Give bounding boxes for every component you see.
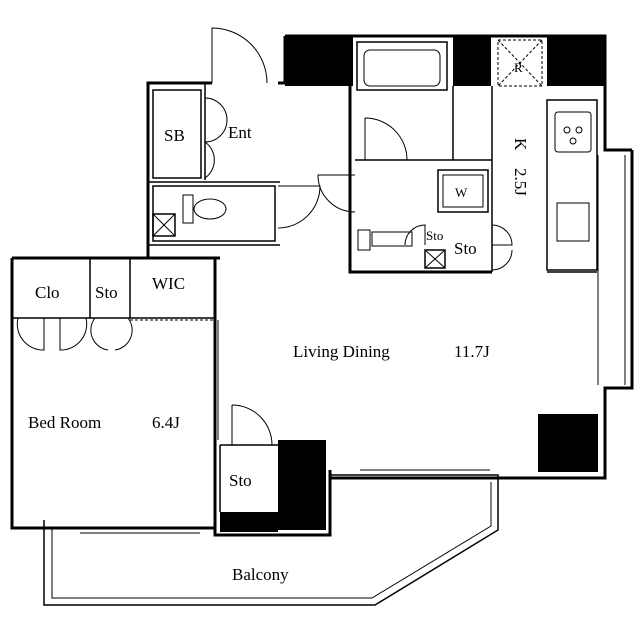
bedroom-label: Bed Room <box>28 413 101 432</box>
balcony-label: Balcony <box>232 565 289 584</box>
fridge-label: R <box>514 60 523 75</box>
balcony-area <box>43 474 499 606</box>
stove <box>554 111 592 153</box>
kitchen-sink <box>556 202 590 242</box>
windows <box>80 319 490 534</box>
kitchen-label: K <box>511 138 530 151</box>
ent-label: Ent <box>228 123 252 142</box>
interior-walls <box>12 83 598 528</box>
structural-pillars <box>220 36 605 532</box>
sto-living-label: Sto <box>229 471 252 490</box>
clo-label: Clo <box>35 283 60 302</box>
sb-label: SB <box>164 126 185 145</box>
pipe-shaft-boxes <box>152 213 446 269</box>
doors <box>16 27 513 446</box>
sto-kitchen-label: Sto <box>454 239 477 258</box>
room-labels: SB Ent Clo Sto WIC Living Dining 11.7J B… <box>28 123 530 584</box>
bathtub <box>356 41 448 91</box>
kitchen-size-label: 2.5J <box>511 168 530 196</box>
vanity <box>357 229 413 251</box>
living-label: Living Dining <box>293 342 390 361</box>
bedroom-size-label: 6.4J <box>152 413 180 432</box>
living-size-label: 11.7J <box>454 342 490 361</box>
wic-label: WIC <box>152 274 185 293</box>
washer-label: W <box>455 185 468 200</box>
sto-small-label: Sto <box>426 228 443 243</box>
toilet <box>182 194 227 224</box>
fridge-space: R <box>497 39 543 87</box>
washer: W <box>437 169 489 213</box>
sto-bedroom-label: Sto <box>95 283 118 302</box>
